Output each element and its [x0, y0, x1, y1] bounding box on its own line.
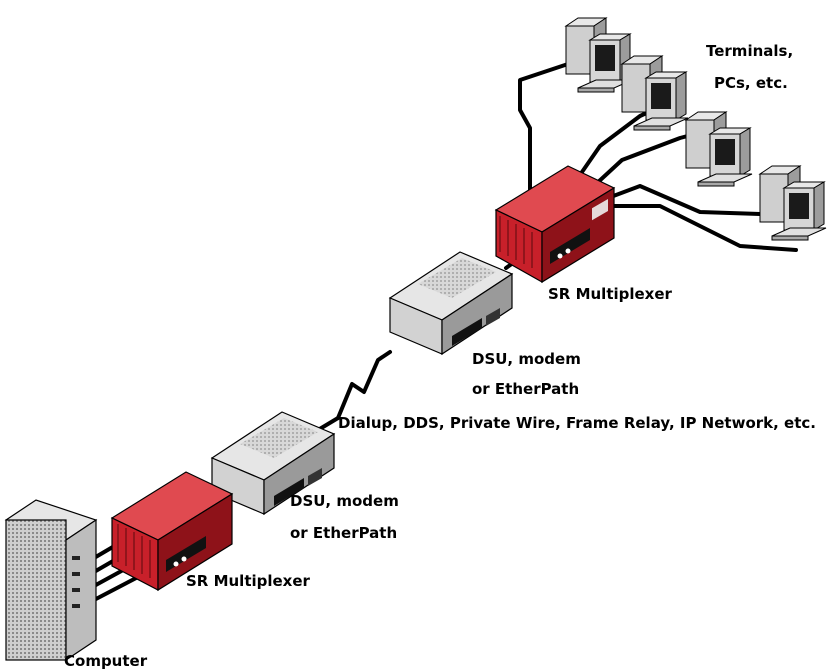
computer-server-icon — [4, 499, 98, 662]
terminals-label: Terminals, — [706, 42, 794, 60]
sr-multiplexer-top-label: SR Multiplexer — [548, 285, 672, 303]
computer-label: Computer — [64, 652, 148, 670]
sr-multiplexer-bottom-label: SR Multiplexer — [186, 572, 310, 590]
dsu-top-label-line1: DSU, modem — [472, 350, 581, 368]
dsu-top-icon — [388, 251, 514, 356]
terminal-pc-3-icon — [685, 111, 753, 187]
dsu-bottom-label-line1: DSU, modem — [290, 492, 399, 510]
dsu-top-label-line2: or EtherPath — [472, 380, 580, 398]
terminal-pc-2-icon — [621, 55, 689, 131]
dsu-bottom-icon — [210, 411, 336, 516]
dsu-bottom-label-line2: or EtherPath — [290, 524, 398, 542]
pcs-label: PCs, etc. — [714, 74, 788, 92]
network-label: Dialup, DDS, Private Wire, Frame Relay, … — [338, 414, 816, 432]
sr-multiplexer-bottom-icon — [110, 471, 234, 592]
sr-multiplexer-top-icon — [494, 165, 616, 284]
terminal-pc-4-icon — [759, 165, 827, 241]
